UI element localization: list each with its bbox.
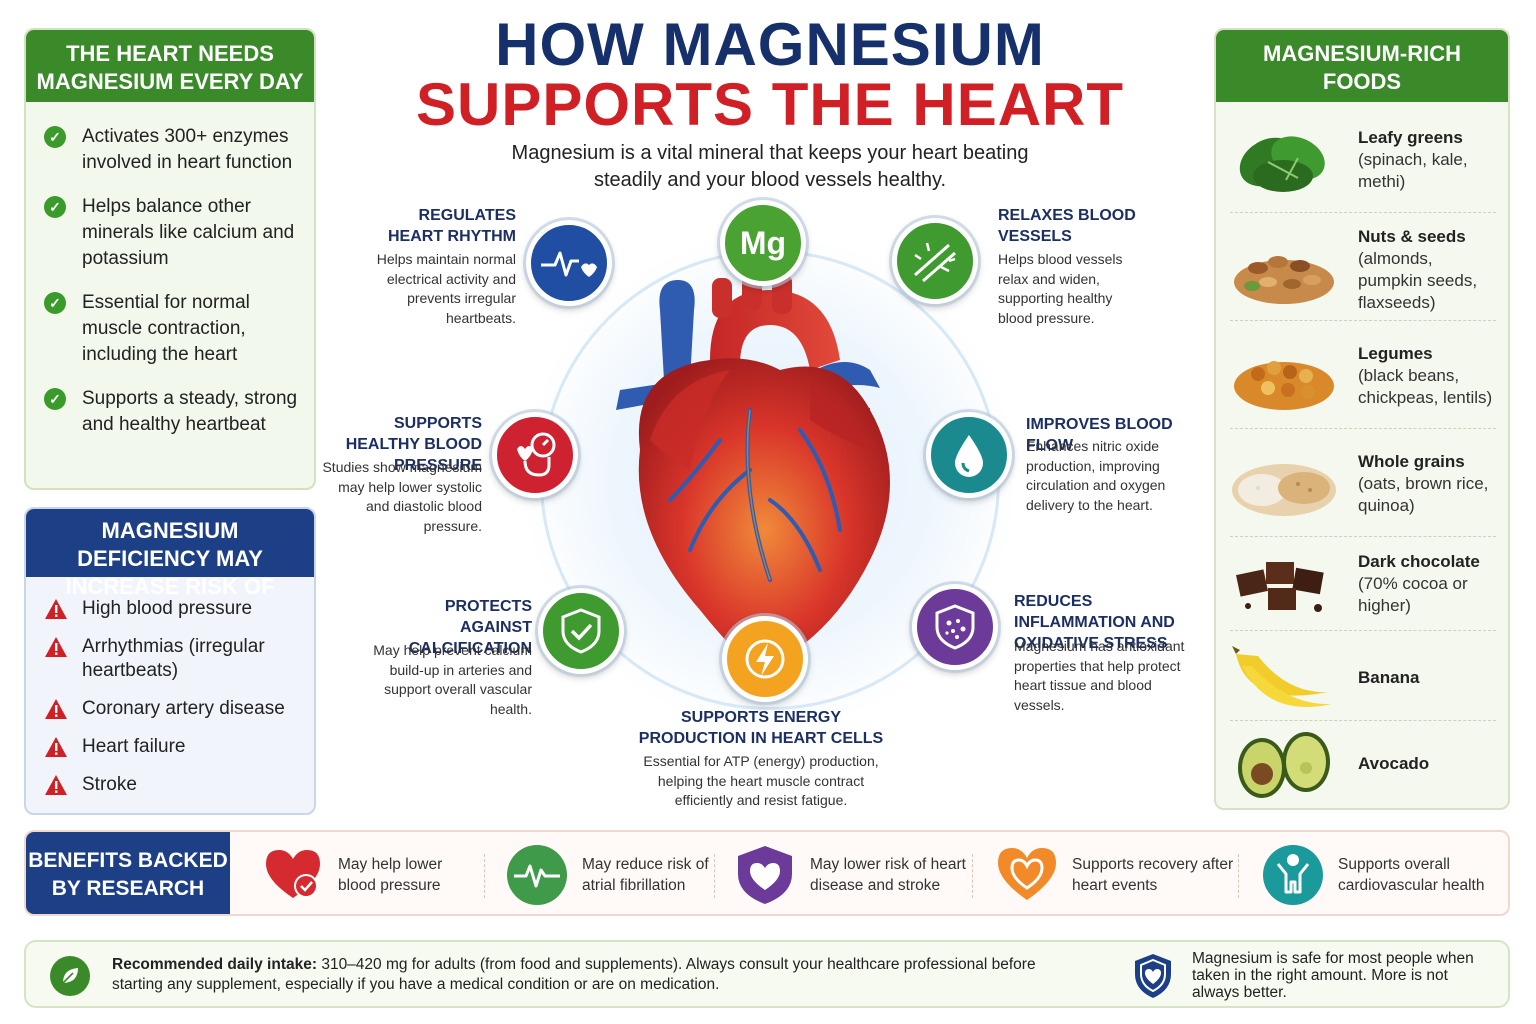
warning-icon — [45, 699, 67, 719]
legumes-icon — [1234, 361, 1334, 410]
blood-drop-icon — [926, 412, 1012, 498]
check-icon: ✓ — [44, 126, 66, 148]
heart-check-icon — [266, 850, 320, 898]
mg-symbol: Mg — [739, 224, 787, 261]
heart-illustration — [616, 270, 890, 670]
list-item: ✓Essential for normal muscle contraction… — [44, 290, 302, 368]
pressure-title: SUPPORTS HEALTHY BLOOD PRESSURE — [345, 415, 482, 474]
list-item: ✓Activates 300+ enzymes involved in hear… — [44, 124, 302, 176]
check-icon: ✓ — [44, 388, 66, 410]
food-item-banana: Banana — [1228, 636, 1498, 720]
safety-shield-icon — [1135, 954, 1171, 998]
subtitle: Magnesium is a vital mineral that keeps … — [511, 142, 1029, 191]
chocolate-icon — [1236, 562, 1324, 612]
title-line-2: SUPPORTS THE HEART — [415, 71, 1125, 138]
calcification-title: PROTECTS AGAINST CALCIFICATION — [408, 598, 532, 657]
flow-desc: Enhances nitric oxide production, improv… — [1026, 438, 1166, 513]
research-divider — [484, 854, 485, 898]
warning-icon — [45, 637, 67, 657]
food-item-leafy-greens: Leafy greens(spinach, kale, methi) — [1228, 118, 1498, 202]
list-item: Coronary artery disease — [44, 697, 302, 721]
pressure-desc: Studies show magnesium may help lower sy… — [322, 459, 482, 534]
research-heading: BENEFITS BACKED BY RESEARCH — [26, 832, 230, 914]
heart-needs-list: ✓Activates 300+ enzymes involved in hear… — [26, 102, 314, 438]
list-item: Stroke — [44, 773, 302, 797]
research-item: Supports overall cardiovascular health — [1262, 844, 1498, 906]
energy-desc: Essential for ATP (energy) production, h… — [643, 753, 879, 808]
grains-icon — [1232, 464, 1336, 516]
shield-check-icon — [538, 588, 624, 674]
research-item: May lower risk of heart disease and stro… — [734, 844, 970, 906]
deficiency-heading: MAGNESIUM DEFICIENCY MAY INCREASE RISK O… — [26, 509, 314, 599]
intake-text: Recommended daily intake: 310–420 mg for… — [112, 956, 1036, 993]
food-item-nuts-seeds: Nuts & seeds(almonds, pumpkin seeds, fla… — [1228, 226, 1498, 314]
list-item: Arrhythmias (irregular heartbeats) — [44, 635, 302, 683]
food-divider — [1230, 428, 1496, 429]
research-item: May reduce risk of atrial fibrillation — [506, 844, 712, 906]
food-item-dark-chocolate: Dark chocolate(70% cocoa or higher) — [1228, 542, 1498, 626]
research-divider — [972, 854, 973, 898]
heart-recovery-icon — [998, 848, 1056, 900]
check-icon: ✓ — [44, 196, 66, 218]
magnesium-icon: Mg — [720, 200, 806, 286]
list-item: ✓Supports a steady, strong and healthy h… — [44, 386, 302, 438]
person-health-icon — [1263, 845, 1323, 905]
heart-rhythm-icon — [526, 220, 612, 306]
research-divider — [1238, 854, 1239, 898]
relax-desc: Helps blood vessels relax and widen, sup… — [998, 251, 1123, 326]
footer-note: Recommended daily intake: 310–420 mg for… — [24, 940, 1510, 1008]
deficiency-panel: MAGNESIUM DEFICIENCY MAY INCREASE RISK O… — [24, 507, 316, 815]
energy-title: SUPPORTS ENERGY PRODUCTION IN HEART CELL… — [638, 709, 884, 747]
title-line-1: HOW MAGNESIUM — [495, 11, 1045, 78]
nuts-icon — [1234, 256, 1334, 304]
heart-needs-heading: THE HEART NEEDS MAGNESIUM EVERY DAY — [26, 30, 314, 102]
research-divider — [714, 854, 715, 898]
food-divider — [1230, 630, 1496, 631]
inflammation-desc: Magnesium has antioxidant properties tha… — [1014, 638, 1185, 713]
foods-heading: MAGNESIUM-RICH FOODS — [1216, 30, 1508, 102]
rhythm-title: REGULATES HEART RHYTHM — [388, 207, 516, 245]
spinach-icon — [1239, 136, 1325, 192]
blood-pressure-icon — [492, 412, 578, 498]
list-item: Heart failure — [44, 735, 302, 759]
check-icon: ✓ — [44, 292, 66, 314]
food-divider — [1230, 720, 1496, 721]
food-item-whole-grains: Whole grains(oats, brown rice, quinoa) — [1228, 442, 1498, 526]
research-item: May help lower blood pressure — [262, 844, 458, 906]
avocado-icon — [1238, 732, 1330, 798]
heartbeat-icon — [507, 845, 567, 905]
banana-icon — [1232, 646, 1332, 707]
safety-note: Magnesium is safe for most people when t… — [1192, 950, 1474, 1001]
food-divider — [1230, 536, 1496, 537]
food-item-legumes: Legumes(black beans, chickpeas, lentils) — [1228, 334, 1498, 418]
food-item-avocado: Avocado — [1228, 722, 1498, 806]
heart-shield-icon — [738, 846, 792, 904]
relax-title: RELAXES BLOOD VESSELS — [998, 207, 1136, 245]
food-divider — [1230, 320, 1496, 321]
energy-bolt-icon — [722, 616, 808, 702]
list-item: High blood pressure — [44, 597, 302, 621]
blood-vessel-icon — [892, 218, 978, 304]
rhythm-desc: Helps maintain normal electrical activit… — [376, 251, 516, 326]
antioxidant-shield-icon — [912, 584, 998, 670]
list-item: ✓Helps balance other minerals like calci… — [44, 194, 302, 272]
calcification-desc: May help prevent calcium build-up in art… — [373, 642, 532, 717]
warning-icon — [45, 737, 67, 757]
deficiency-list: High blood pressure Arrhythmias (irregul… — [26, 577, 314, 797]
research-bar: BENEFITS BACKED BY RESEARCH May help low… — [24, 830, 1510, 916]
leaf-icon — [50, 956, 90, 996]
food-divider — [1230, 212, 1496, 213]
research-item: Supports recovery after heart events — [996, 844, 1242, 906]
warning-icon — [45, 775, 67, 795]
inflammation-title: REDUCES INFLAMMATION AND OXIDATIVE STRES… — [1014, 593, 1175, 652]
heart-needs-panel: THE HEART NEEDS MAGNESIUM EVERY DAY ✓Act… — [24, 28, 316, 490]
warning-icon — [45, 599, 67, 619]
foods-panel: MAGNESIUM-RICH FOODS Leafy greens(spinac… — [1214, 28, 1510, 810]
flow-title: IMPROVES BLOOD FLOW — [1026, 416, 1173, 454]
